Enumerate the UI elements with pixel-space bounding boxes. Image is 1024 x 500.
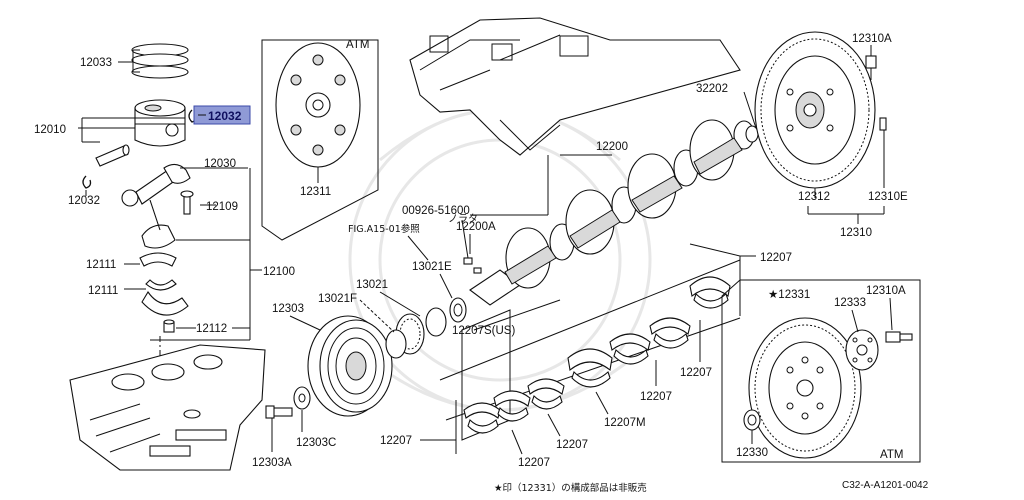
label-12333: 12333	[834, 297, 866, 309]
label-fig-reference: FIG.A15-01参照	[348, 223, 420, 235]
label-12111-upper: 12111	[86, 259, 116, 271]
label-12207m: 12207M	[604, 417, 646, 429]
label-atm-bottom: ATM	[880, 449, 903, 461]
label-12311: 12311	[300, 186, 331, 198]
label-12032-highlighted: 12032	[208, 109, 242, 123]
label-12109: 12109	[206, 201, 238, 213]
pulley-washer	[293, 386, 311, 410]
rod-bearing-upper	[139, 252, 177, 267]
crank-key	[473, 267, 482, 274]
label-13021: 13021	[356, 279, 388, 291]
label-12207-b2: 12207	[518, 457, 550, 469]
label-12200a: 12200A	[456, 221, 496, 233]
label-atm-top: ATM	[346, 39, 369, 51]
highlighted-part-12032: 12032	[193, 105, 251, 125]
footnote-not-sold: ★印（12331）の構成部品は非販売	[494, 482, 647, 494]
label-00926: 00926-51600	[402, 205, 470, 217]
label-12303: 12303	[272, 303, 304, 315]
crank-pulley	[307, 315, 393, 417]
engine-block-left	[69, 344, 266, 471]
reference-code: C32-A-A1201-0042	[842, 480, 929, 491]
label-00926-note: ノラタ	[448, 213, 478, 225]
label-13021e: 13021E	[412, 261, 452, 273]
dowel-pin	[879, 117, 887, 131]
rod-nut	[163, 319, 175, 333]
label-12207-left: 12207	[380, 435, 412, 447]
label-12331: ★12331	[768, 289, 810, 301]
label-12111-lower: 12111	[88, 285, 118, 297]
label-12310a-bottom: 12310A	[866, 285, 906, 297]
label-32202: 32202	[696, 83, 728, 95]
label-12200: 12200	[596, 141, 628, 153]
atm-flexplate-box-bottom: ★12331 12333 12310A 12330 ATM	[721, 279, 921, 463]
label-13021f: 13021F	[318, 293, 357, 305]
crank-sprocket	[385, 313, 425, 359]
label-12207-top: 12207	[760, 252, 792, 264]
piston	[134, 99, 186, 147]
piston-pin	[95, 144, 130, 167]
label-12010: 12010	[34, 124, 66, 136]
label-12032: 12032	[68, 195, 100, 207]
label-12310a-top: 12310A	[852, 33, 892, 45]
label-12207s-us: 12207S(US)	[452, 325, 515, 337]
label-12303c: 12303C	[296, 437, 336, 449]
rod-bearing-lower	[145, 279, 177, 291]
rod-cap	[141, 290, 189, 316]
rod-bolt	[180, 190, 194, 215]
label-12112: 12112	[196, 323, 227, 335]
label-12100: 12100	[263, 266, 295, 278]
woodruff-key	[463, 257, 473, 265]
connecting-rod	[121, 163, 191, 249]
engine-block-upper	[409, 17, 741, 156]
snap-ring-left	[82, 175, 92, 189]
label-12030: 12030	[204, 158, 236, 170]
label-12207-mid: 12207	[640, 391, 672, 403]
label-12310e: 12310E	[868, 191, 908, 203]
seal-washer	[449, 297, 467, 323]
oil-pump-gear	[425, 307, 447, 337]
label-12312: 12312	[798, 191, 830, 203]
flywheel-manual	[754, 31, 876, 189]
label-12330: 12330	[736, 447, 768, 459]
atm-flexplate-box: ATM 12311	[261, 39, 379, 241]
label-12207-right: 12207	[680, 367, 712, 379]
label-12303a: 12303A	[252, 457, 292, 469]
piston-rings	[131, 43, 189, 79]
label-12033: 12033	[80, 57, 112, 69]
main-bearing-set	[439, 243, 741, 454]
label-12207-b1: 12207	[556, 439, 588, 451]
label-12310: 12310	[840, 227, 872, 239]
pulley-bolt	[265, 405, 293, 419]
crankshaft	[469, 119, 755, 306]
